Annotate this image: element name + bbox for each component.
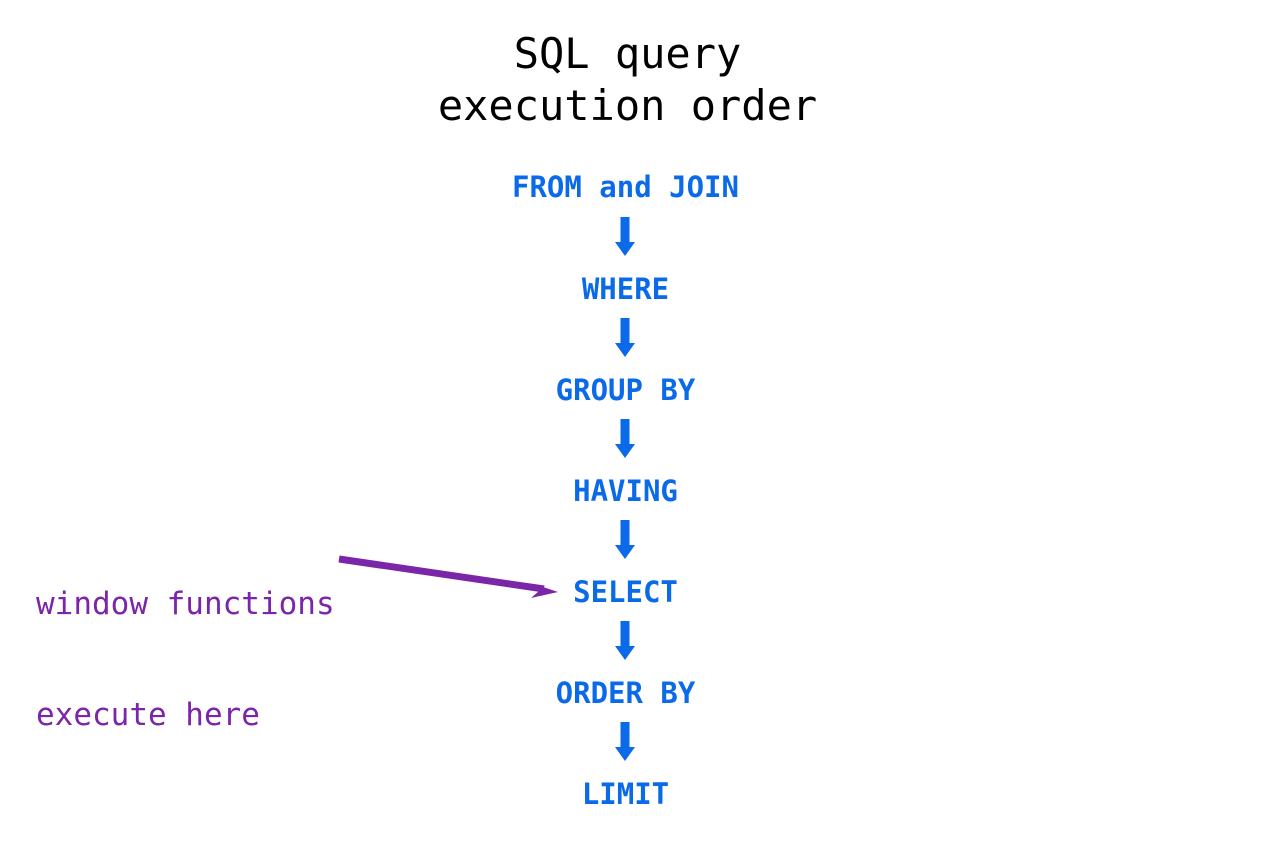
flow-step-from-and-join: FROM and JOIN	[512, 170, 739, 204]
flow-step-order-by: ORDER BY	[555, 676, 696, 710]
flow-step-limit: LIMIT	[581, 777, 670, 811]
arrow-down-icon	[613, 318, 637, 358]
annotation-line-2: execute here	[36, 697, 260, 733]
page-title-line-1: SQL query	[513, 29, 742, 78]
page-title-line-2: execution order	[437, 81, 818, 130]
flow-step-select: SELECT	[573, 575, 678, 609]
arrow-down-icon	[613, 621, 637, 661]
annotation-line-1: window functions	[36, 586, 335, 622]
arrow-down-icon	[613, 722, 637, 762]
flow-step-where: WHERE	[581, 272, 670, 306]
annotation-arrow-icon	[330, 548, 570, 608]
flow-step-group-by: GROUP BY	[555, 373, 696, 407]
annotation-window-functions: window functions execute here	[36, 512, 335, 808]
flow-step-having: HAVING	[573, 474, 678, 508]
arrow-down-icon	[613, 520, 637, 560]
arrow-down-icon	[613, 419, 637, 459]
arrow-down-icon	[613, 217, 637, 257]
